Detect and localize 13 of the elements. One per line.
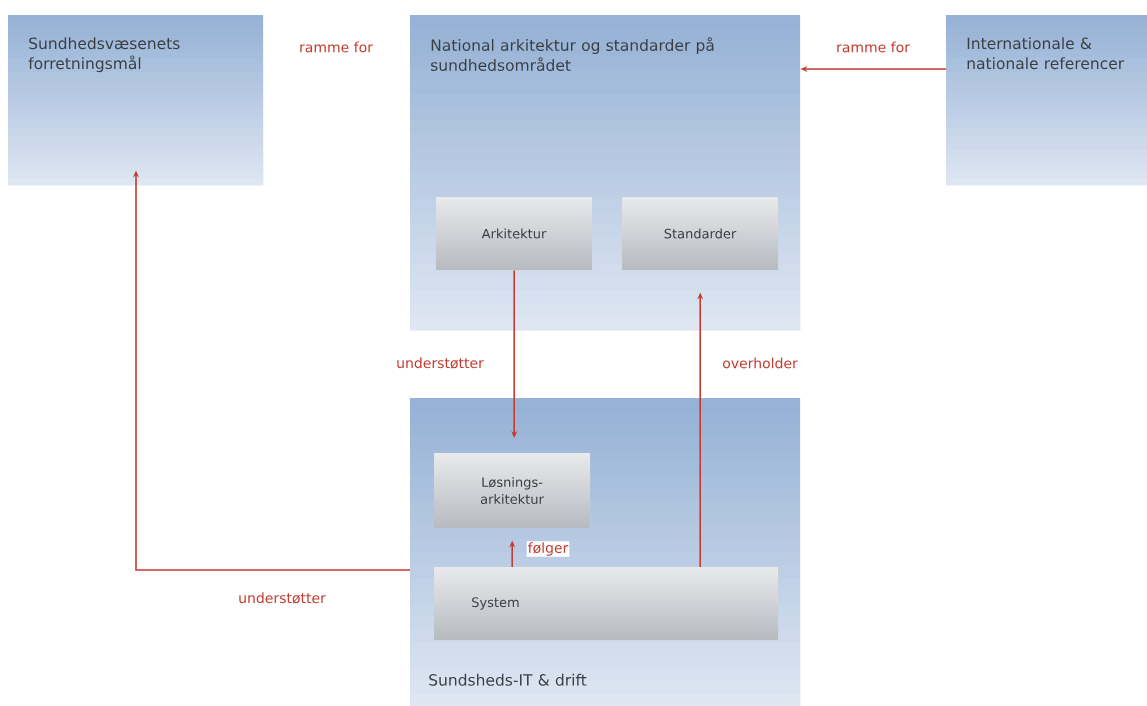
edge-label: understøtter — [395, 356, 485, 370]
process-box: Standarder — [622, 197, 779, 271]
area-panel: Sundhedsvæsenets forretningsmål — [8, 15, 264, 186]
edge-label: følger — [526, 541, 570, 557]
area-panel: Internationale & nationale referencer — [946, 15, 1147, 186]
process-box: Løsnings- arkitektur — [434, 453, 591, 529]
process-box: Arkitektur — [436, 197, 593, 271]
node-label: System — [472, 597, 519, 610]
edge-label: understøtter — [237, 591, 327, 605]
edge-label: overholder — [721, 356, 799, 370]
relation-label: ramme for — [300, 41, 373, 53]
edge-label: ramme for — [835, 40, 911, 54]
process-box: System — [434, 567, 779, 641]
